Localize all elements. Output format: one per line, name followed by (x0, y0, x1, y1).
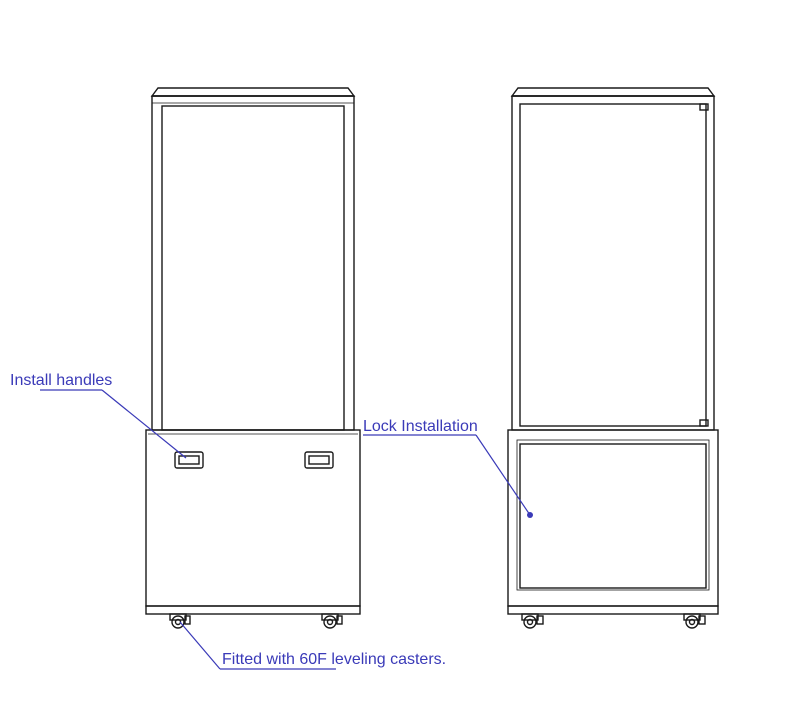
annotation-casters: Fitted with 60F leveling casters. (179, 621, 446, 670)
left-cabinet-top-cap (150, 87, 356, 97)
annotation-lock-installation: Lock Installation (363, 418, 531, 516)
right-cabinet-glass-panel (519, 103, 707, 427)
right-cabinet-plinth (507, 605, 719, 615)
left-cabinet-upper-frame (151, 95, 355, 431)
right-cabinet-caster-left (521, 613, 544, 629)
left-handle (174, 451, 204, 469)
left-cabinet-glass-panel (161, 105, 345, 431)
right-cabinet-top-cap (510, 87, 716, 97)
left-cabinet (145, 87, 361, 629)
right-cabinet (507, 87, 719, 629)
top-hinge (699, 103, 709, 111)
bottom-hinge (699, 419, 709, 427)
right-cabinet-upper-frame (511, 95, 715, 431)
left-cabinet-caster-left (169, 613, 191, 629)
right-handle (304, 451, 334, 469)
right-cabinet-caster-right (683, 613, 706, 629)
lock-installation-label: Lock Installation (363, 418, 478, 435)
right-cabinet-door (519, 443, 707, 589)
left-cabinet-caster-right (321, 613, 343, 629)
left-cabinet-plinth (145, 605, 361, 615)
casters-label: Fitted with 60F leveling casters. (222, 651, 446, 668)
install-handles-label: Install handles (10, 372, 112, 389)
right-cabinet-base (507, 429, 719, 607)
annotation-install-handles: Install handles (10, 372, 187, 459)
